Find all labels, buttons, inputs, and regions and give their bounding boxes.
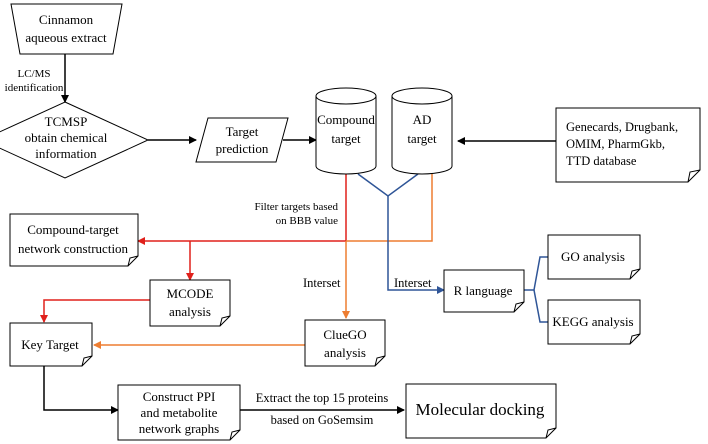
databases-line2: OMIM, PharmGkb,: [566, 137, 665, 151]
mcode-line1: MCODE: [167, 286, 214, 301]
node-key-target: Key Target: [9, 322, 93, 367]
databases-line1: Genecards, Drugbank,: [566, 120, 678, 134]
edge-key-ppi: [43, 366, 119, 414]
edge-blue-r-go: [524, 256, 548, 291]
node-mcode: MCODE analysis: [149, 279, 231, 327]
node-target-prediction: Target prediction: [195, 117, 289, 163]
cluego-line1: ClueGO: [323, 327, 366, 342]
lcms-label-line1: LC/MS: [17, 68, 50, 80]
interset-label-blue: Interset: [394, 276, 432, 290]
compound-target-line2: target: [331, 131, 361, 146]
construct-ppi-line3: network graphs: [139, 421, 220, 436]
compound-network-line1: Compound-target: [27, 222, 119, 237]
node-tcmsp: TCMSP obtain chemical information: [0, 101, 150, 179]
node-kegg-analysis: KEGG analysis: [547, 299, 641, 345]
cluego-line2: analysis: [324, 345, 366, 360]
edge-blue-fork: [357, 173, 419, 197]
tcmsp-line1: TCMSP: [45, 114, 88, 129]
node-compound-network: Compound-target network construction: [9, 213, 139, 267]
target-prediction-line2: prediction: [216, 141, 269, 156]
compound-network-line2: network construction: [18, 241, 129, 256]
filter-label-line2: on BBB value: [276, 215, 338, 227]
tcmsp-line2: obtain chemical: [25, 130, 108, 145]
node-compound-target: Compound target: [315, 87, 377, 175]
extract-label-line2: based on GoSemsim: [271, 413, 374, 427]
filter-label-line1: Filter targets based: [255, 201, 339, 213]
compound-target-line1: Compound: [317, 112, 375, 127]
r-language-label: R language: [454, 283, 513, 298]
edge-orange-ad-network: [346, 174, 433, 242]
molecular-docking-label: Molecular docking: [416, 400, 545, 419]
extract-label-line1: Extract the top 15 proteins: [256, 391, 389, 405]
node-construct-ppi: Construct PPI and metabolite network gra…: [117, 384, 241, 441]
edge-red-mcode-key: [40, 299, 150, 323]
node-cluego: ClueGO analysis: [304, 319, 386, 367]
node-r-language: R language: [443, 269, 525, 313]
ad-target-line2: target: [407, 131, 437, 146]
go-analysis-label: GO analysis: [561, 249, 625, 264]
kegg-analysis-label: KEGG analysis: [552, 314, 633, 329]
target-prediction-line1: Target: [226, 124, 259, 139]
edge-blue-interset-r: [387, 196, 445, 294]
construct-ppi-line2: and metabolite: [141, 405, 218, 420]
edge-blue-r-kegg: [533, 289, 548, 323]
tcmsp-line3: information: [35, 146, 97, 161]
construct-ppi-line1: Construct PPI: [143, 389, 216, 404]
ad-target-line1: AD: [413, 112, 432, 127]
node-go-analysis: GO analysis: [547, 234, 641, 280]
cinnamon-line1: Cinnamon: [39, 12, 94, 27]
node-cinnamon: Cinnamon aqueous extract: [10, 3, 123, 55]
mcode-line2: analysis: [169, 304, 211, 319]
interset-label-orange: Interset: [303, 276, 341, 290]
node-databases: Genecards, Drugbank, OMIM, PharmGkb, TTD…: [555, 107, 701, 183]
key-target-label: Key Target: [21, 337, 79, 352]
databases-line3: TTD database: [566, 154, 637, 168]
lcms-label-line2: identification: [5, 82, 64, 94]
node-molecular-docking: Molecular docking: [405, 383, 557, 439]
cinnamon-line2: aqueous extract: [25, 30, 107, 45]
node-ad-target: AD target: [391, 87, 453, 175]
